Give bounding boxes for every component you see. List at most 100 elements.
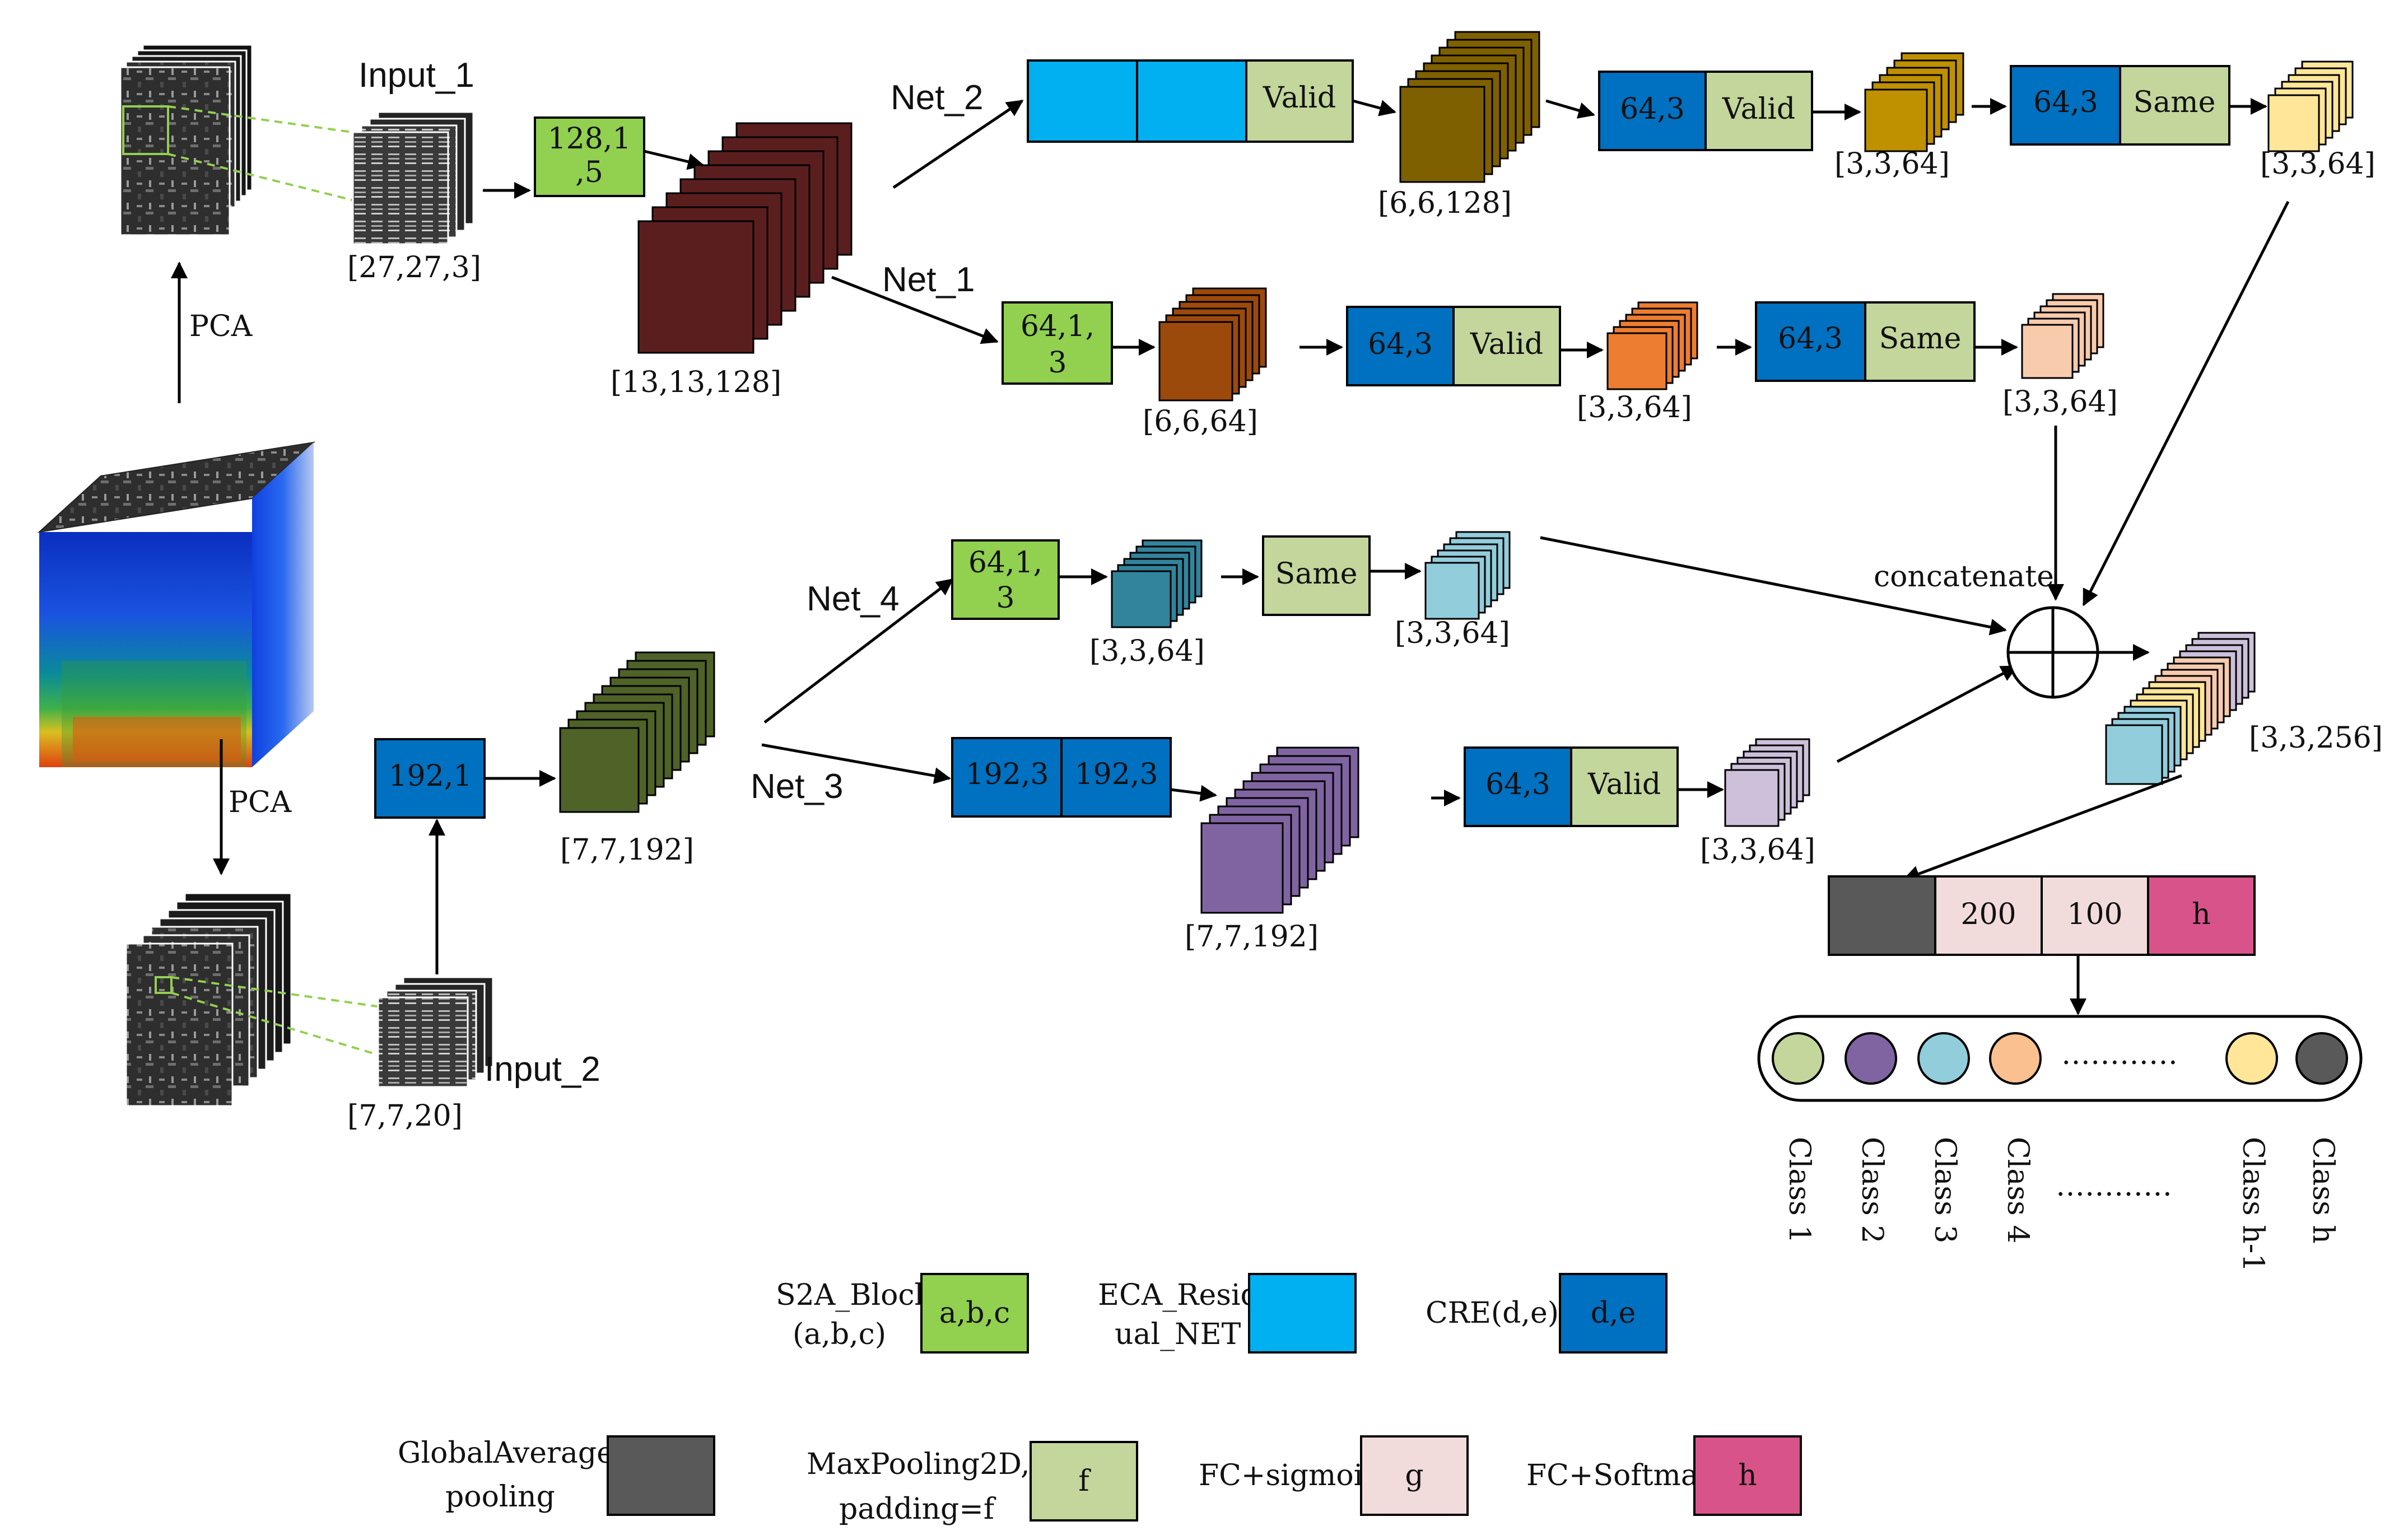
class-h-label: Class h [2306,1137,2340,1244]
legend-fcs-label: FC+sigmoid [1199,1459,1382,1492]
class-output-capsule [1757,1015,2363,1102]
class-1-label: Class 1 [1782,1137,1816,1243]
feature-map-slice [2267,94,2320,152]
class-3-label: Class 3 [1928,1137,1962,1243]
legend-gap-line1: GlobalAverage [398,1436,614,1470]
feature-stack-3x3x64-net3 [1724,738,1810,827]
arrow-net3-cre-to-stack [1170,785,1217,802]
net2-eca-block-1 [1027,59,1138,143]
net4-s2a-line1: 64,1, [968,546,1042,580]
arrow-net4 [763,578,954,724]
pca-label-top: PCA [189,310,253,343]
arrow-net2-to-stack-a [1352,99,1396,116]
feature-stack-3x3x64-net1-a [1606,301,1698,390]
head-fc2-text: 100 [2067,898,2122,931]
legend-s2a-box-text: a,b,c [939,1296,1010,1330]
legend-cre-box-text: d,e [1591,1296,1636,1330]
feature-map-slice [1606,332,1668,390]
legend-mp-swatch [1030,1441,1138,1522]
arrow-net2 [892,99,1024,189]
feature-stack-6x6x128 [1399,31,1540,183]
class-4-dot [1989,1032,2042,1085]
net4-maxpool-same [1262,535,1371,616]
feature-stack-3x3x64-net2-b [2267,60,2354,152]
class-2-label: Class 2 [1855,1137,1889,1243]
head-fc-sigmoid-100 [2041,875,2149,956]
net2-valid2-text: Valid [1722,92,1795,126]
net2-same-text: Same [2134,86,2216,119]
feature-map-slice [2021,324,2074,379]
bottom-stack-dims: [7,7,192] [560,833,694,867]
net1-maxpool-same [1864,301,1976,382]
net2-cre-text: 64,3 [1620,92,1685,126]
net1-cre-text: 64,3 [1368,328,1433,361]
arrow-net4-to-concat [1540,536,2007,636]
net3-cre2-text: 64,3 [1485,768,1550,801]
net1-s2a-line2: 3 [1048,346,1066,380]
s2a-top-line1: 128,1 [548,122,631,156]
feature-stack-3x3x64-net4-b [1424,531,1511,620]
legend-mp-line2: padding=f [839,1492,996,1526]
net3-cre-block-b [1060,737,1172,818]
net2-c-dims: [3,3,64] [2260,147,2376,181]
net2-eca-block-2 [1136,59,1247,143]
head-fc1-text: 200 [1960,898,2016,931]
net1-b-dims: [3,3,64] [1577,391,1692,424]
net2-label: Net_2 [891,78,983,117]
legend-fcsm-box-text: h [1738,1459,1757,1492]
net4-a-dims: [3,3,64] [1089,634,1205,668]
feature-stack-6x6x64 [1158,287,1267,402]
net3-cre-block-2 [1464,746,1572,827]
net3-maxpool-valid [1570,746,1679,827]
legend-s2a-swatch [920,1273,1029,1354]
feature-map-slice [1864,88,1928,152]
net1-same-text: Same [1879,322,1962,356]
arrow-net2-to-concat [2082,200,2290,606]
net3-cre-block-a [951,737,1063,818]
net1-valid-text: Valid [1470,328,1543,361]
input2-pca-image-stack [125,892,292,1107]
class-1-dot [1772,1032,1824,1085]
legend-cre-label: CRE(d,e) [1426,1296,1559,1330]
feature-stack-3x3x64-net2-a [1864,52,1964,152]
net1-a-dims: [6,6,64] [1143,405,1258,438]
net2-valid1-text: Valid [1263,81,1336,115]
net2-maxpool-valid-2 [1704,71,1813,151]
feature-stack-3x3x64-net4-a [1111,539,1203,628]
net1-maxpool-valid [1452,306,1561,386]
legend-fcs-box-text: g [1405,1459,1423,1492]
top-stack-dims: [13,13,128] [611,366,781,399]
legend-fcsm-label: FC+Softmax [1526,1459,1715,1492]
feature-map-slice [559,727,640,813]
net1-c-dims: [3,3,64] [2002,385,2118,419]
legend-mp-box-text: f [1078,1464,1091,1498]
feature-stack-7x7x192-net3 [1200,746,1359,914]
legend-fcsm-swatch [1693,1435,1802,1516]
net3-b-dims: [3,3,64] [1700,833,1815,867]
feature-map-slice [1158,321,1233,402]
input1-pca-image-stack [119,44,253,236]
cre-192-1-text: 192,1 [389,759,472,793]
net2-maxpool-same [2119,65,2230,146]
net1-s2a-line1: 64,1, [1021,310,1094,343]
class-dots-2: ………… [2056,1169,2172,1203]
feature-map-slice [1200,822,1284,914]
feature-map-slice [637,220,754,354]
zoom-line-1b [167,153,449,225]
input2-patch-stack [377,976,494,1088]
feature-stack-13x13x128 [637,122,853,354]
concatenate-label: concatenate [1874,560,2054,594]
class-h-1-label: Class h-1 [2236,1137,2270,1272]
legend-eca-swatch [1248,1273,1357,1354]
legend-fcs-swatch [1360,1435,1469,1516]
net4-b-dims: [3,3,64] [1395,617,1510,650]
class-2-dot [1845,1032,1897,1085]
net3-valid-text: Valid [1587,768,1661,801]
net4-s2a-block [951,539,1060,620]
net1-label: Net_1 [882,260,975,299]
legend-gap-line2: pooling [445,1480,555,1514]
s2a-block-top [534,116,645,197]
input2-dims: [7,7,20] [347,1099,463,1133]
feature-map-slice [2105,724,2163,785]
feature-stack-3x3x64-net1-b [2021,293,2104,379]
